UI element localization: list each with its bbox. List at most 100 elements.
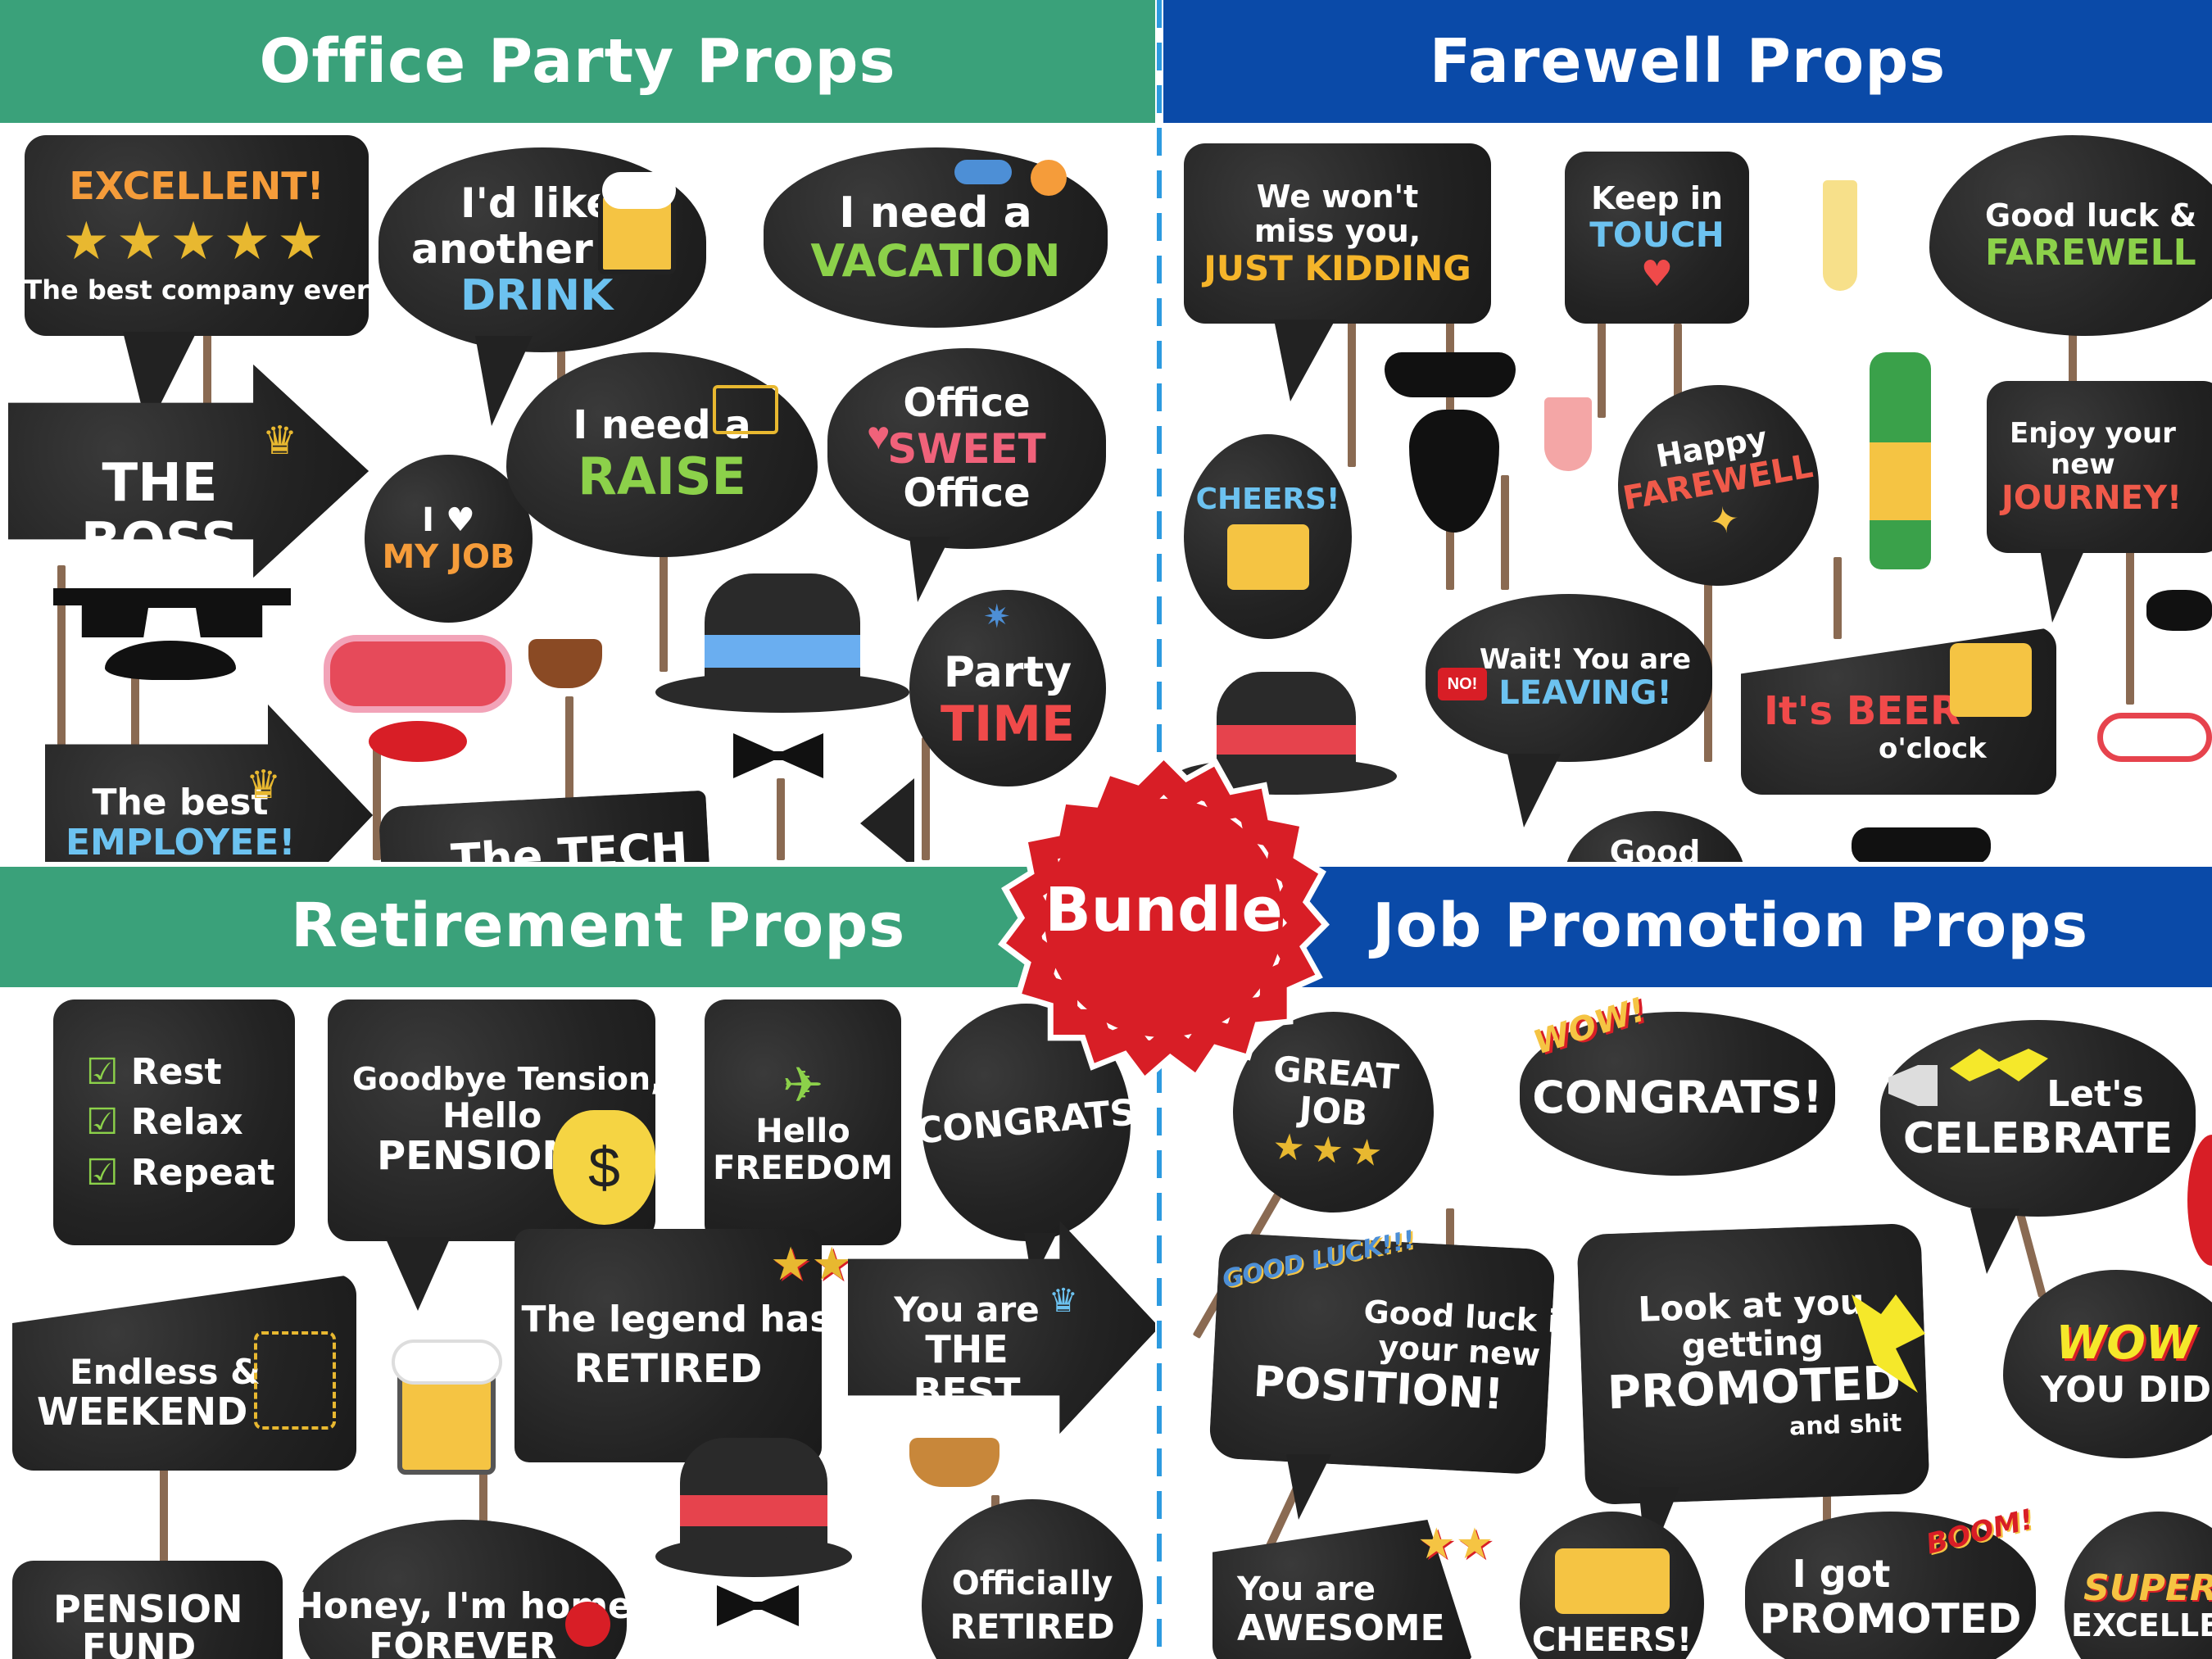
- prop-stick: [57, 565, 66, 778]
- prop-text: Repeat: [130, 1151, 275, 1194]
- bow-tie-icon: [717, 1585, 799, 1626]
- prop-drink: I'd like another DRINK: [378, 147, 706, 352]
- prop-text: FREEDOM: [713, 1149, 893, 1187]
- prop-best-employee-text: The best EMPLOYEE!: [66, 782, 295, 863]
- checkbox-icon: ☑: [86, 1051, 131, 1094]
- prop-text: It's BEER: [1756, 689, 1960, 734]
- wine-glass-icon: [1544, 397, 1592, 471]
- job-promotion-section: Job Promotion Props GREAT JOB ★★★ CONGRA…: [1163, 864, 2212, 1659]
- prop-text: The legend has: [521, 1298, 832, 1340]
- prop-text: RAISE: [578, 446, 746, 507]
- heart-icon: [565, 1602, 610, 1647]
- speech-tail: [1970, 1208, 2019, 1274]
- sunglasses-icon: [2146, 590, 2212, 631]
- prop-excellent: EXCELLENT! ★★★★★ The best company ever: [24, 135, 369, 336]
- beer-foam-icon: [602, 172, 676, 209]
- prop-good-luck-farewell: Good luck & FAREWELL: [1929, 135, 2212, 336]
- champagne-glass-icon: [1823, 180, 1857, 291]
- prop-text: CHEERS!: [1531, 1621, 1693, 1659]
- farewell-section: Farewell Props We won't miss you, JUST K…: [1163, 0, 2212, 864]
- prop-text: JOURNEY!: [2001, 478, 2183, 517]
- prop-wow-you-did: WOW YOU DID: [2003, 1270, 2212, 1458]
- prop-great-job: GREAT JOB ★★★: [1226, 1004, 1441, 1220]
- prop-text: miss you,: [1253, 213, 1421, 250]
- stars-icon: ★★: [770, 1238, 853, 1290]
- lips-icon: [369, 721, 467, 762]
- prop-endless-weekend: Endless & WEEKEND: [12, 1274, 356, 1471]
- prop-text: Good: [1609, 833, 1701, 864]
- pipe-icon: [909, 1438, 999, 1487]
- prop-text: THE BOSS: [80, 453, 239, 573]
- prop-text: Hello: [755, 1112, 850, 1150]
- stars-icon: ★★: [1417, 1521, 1494, 1568]
- mustache-icon: [105, 641, 236, 680]
- prop-text: The TECH: [449, 822, 689, 864]
- hat-band: [680, 1495, 827, 1526]
- beer-foam-icon: [392, 1339, 502, 1385]
- prop-party-time: Party TIME: [909, 590, 1106, 786]
- prop-text: Wait! You are: [1479, 643, 1692, 677]
- prop-stick: [777, 778, 785, 860]
- prop-text: TOUCH: [1589, 215, 1725, 256]
- prop-text: I got: [1792, 1552, 1891, 1597]
- prop-text: LEAVING!: [1498, 674, 1672, 713]
- office-party-banner: Office Party Props: [0, 0, 1155, 123]
- prop-text: Enjoy your: [2010, 416, 2176, 450]
- prop-text: We won't: [1256, 178, 1419, 215]
- prop-stick: [373, 737, 381, 860]
- sunglasses-icon: [53, 588, 291, 637]
- prop-text: I need a: [839, 188, 1032, 238]
- speech-tail: [1507, 754, 1561, 827]
- prop-text: The best company ever: [24, 274, 369, 306]
- prop-text: Hello: [442, 1095, 542, 1136]
- retirement-section: Retirement Props ☑ Rest ☑ Relax ☑ Repeat…: [0, 864, 1155, 1659]
- prop-text: FOREVER: [369, 1625, 557, 1659]
- prop-text: Relax: [130, 1101, 243, 1144]
- prop-text: JUST KIDDING: [1203, 248, 1471, 289]
- speech-tail: [909, 537, 950, 602]
- prop-text: PROMOTED: [1759, 1594, 2022, 1643]
- prop-text: JOB: [1298, 1089, 1369, 1134]
- prop-text: Party: [943, 648, 1072, 698]
- prop-stick: [160, 1462, 168, 1626]
- prop-you-are-the-best-text: You are THE BEST: [868, 1290, 1065, 1413]
- sun-icon: [1031, 160, 1067, 196]
- prop-text: RETIRED: [573, 1346, 763, 1393]
- hat-band: [705, 635, 860, 668]
- prop-text: EMPLOYEE!: [66, 822, 296, 864]
- prop-good-partial: Good: [1565, 811, 1745, 864]
- prop-wont-miss-you: We won't miss you, JUST KIDDING: [1184, 143, 1491, 324]
- prop-text: Good luck &: [1985, 197, 2197, 233]
- prop-super-excellent: SUPER! EXCELLEN: [2065, 1512, 2212, 1659]
- prop-congrats-promo: CONGRATS!: [1520, 1012, 1835, 1176]
- prop-you-are-awesome: You are AWESOME: [1213, 1520, 1475, 1659]
- heart-icon: ♥: [1640, 253, 1674, 296]
- prop-hello-freedom: ✈ Hello FREEDOM: [705, 999, 901, 1245]
- prop-text: another: [411, 224, 593, 273]
- prop-text: SWEET: [887, 424, 1046, 473]
- arrow-prop-partial: [860, 778, 914, 864]
- heart-glasses-icon: [324, 635, 512, 713]
- cloud-icon: [954, 160, 1012, 184]
- prop-text: Office: [903, 469, 1031, 516]
- prop-text: You are: [894, 1290, 1040, 1330]
- hat-brim: [655, 1536, 852, 1577]
- money-bag-icon: $: [553, 1110, 655, 1225]
- farewell-banner: Farewell Props: [1163, 0, 2212, 123]
- prop-happy-farewell: Happy FAREWELL ✦: [1602, 369, 1835, 602]
- beer-mug-icon: [1554, 1548, 1670, 1615]
- prop-stick: [660, 533, 668, 672]
- prop-text: Goodbye Tension,: [352, 1060, 663, 1097]
- heart-icon: ♥: [867, 415, 891, 458]
- prop-text: FUND: [82, 1626, 197, 1659]
- prop-stick: [1348, 320, 1356, 467]
- prop-text: EXCELLEN: [2071, 1607, 2212, 1644]
- prop-stick: [479, 1356, 487, 1602]
- fireworks-icon: ✷: [983, 599, 1011, 635]
- prop-stick: [1446, 1208, 1454, 1249]
- crown-icon: ♛: [1049, 1283, 1078, 1319]
- prop-text: AWESOME: [1237, 1607, 1445, 1649]
- prop-officially-retired: Officially RETIRED: [922, 1499, 1143, 1659]
- prop-text: VACATION: [810, 234, 1061, 287]
- beard-icon: [1409, 410, 1499, 533]
